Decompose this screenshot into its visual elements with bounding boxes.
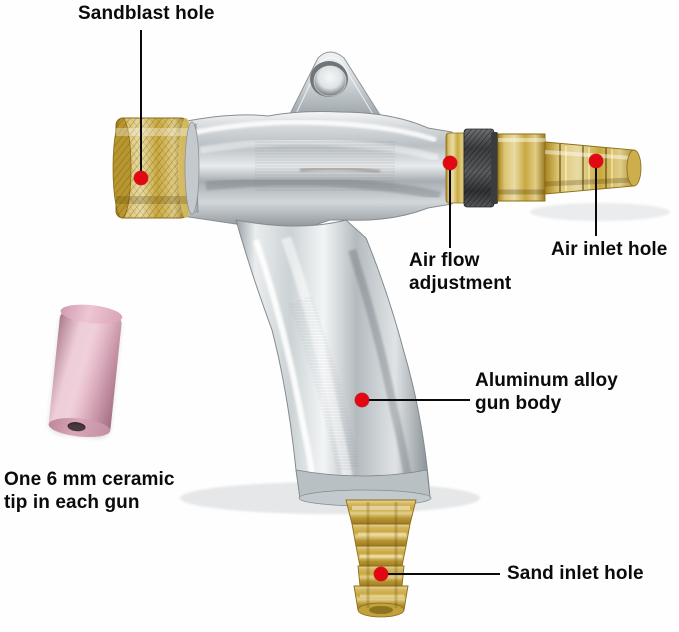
marker-dot-air-flow-adjustment	[443, 156, 457, 170]
callout-label-ceramic-tip-note: One 6 mm ceramic tip in each gun	[4, 469, 175, 514]
callout-label-sandblast-hole: Sandblast hole	[78, 3, 215, 24]
marker-dot-sandblast-hole	[134, 171, 148, 185]
marker-dot-aluminum-alloy-gun-body	[355, 393, 369, 407]
callout-label-air-flow-adjustment: Air flow adjustment	[409, 250, 512, 295]
callout-label-air-inlet-hole: Air inlet hole	[551, 239, 668, 260]
leader-line-aluminum-alloy-gun-body	[362, 399, 470, 401]
leader-line-air-inlet-hole	[595, 161, 597, 236]
marker-dot-sand-inlet-hole	[374, 567, 388, 581]
leader-line-air-flow-adjustment	[449, 163, 451, 248]
leader-line-sand-inlet-hole	[381, 573, 500, 575]
marker-dot-air-inlet-hole	[589, 154, 603, 168]
leader-line-sandblast-hole	[140, 30, 142, 178]
callout-label-aluminum-alloy-gun-body: Aluminum alloy gun body	[475, 370, 618, 415]
ceramic-tip	[37, 301, 137, 449]
callout-label-sand-inlet-hole: Sand inlet hole	[507, 563, 644, 584]
